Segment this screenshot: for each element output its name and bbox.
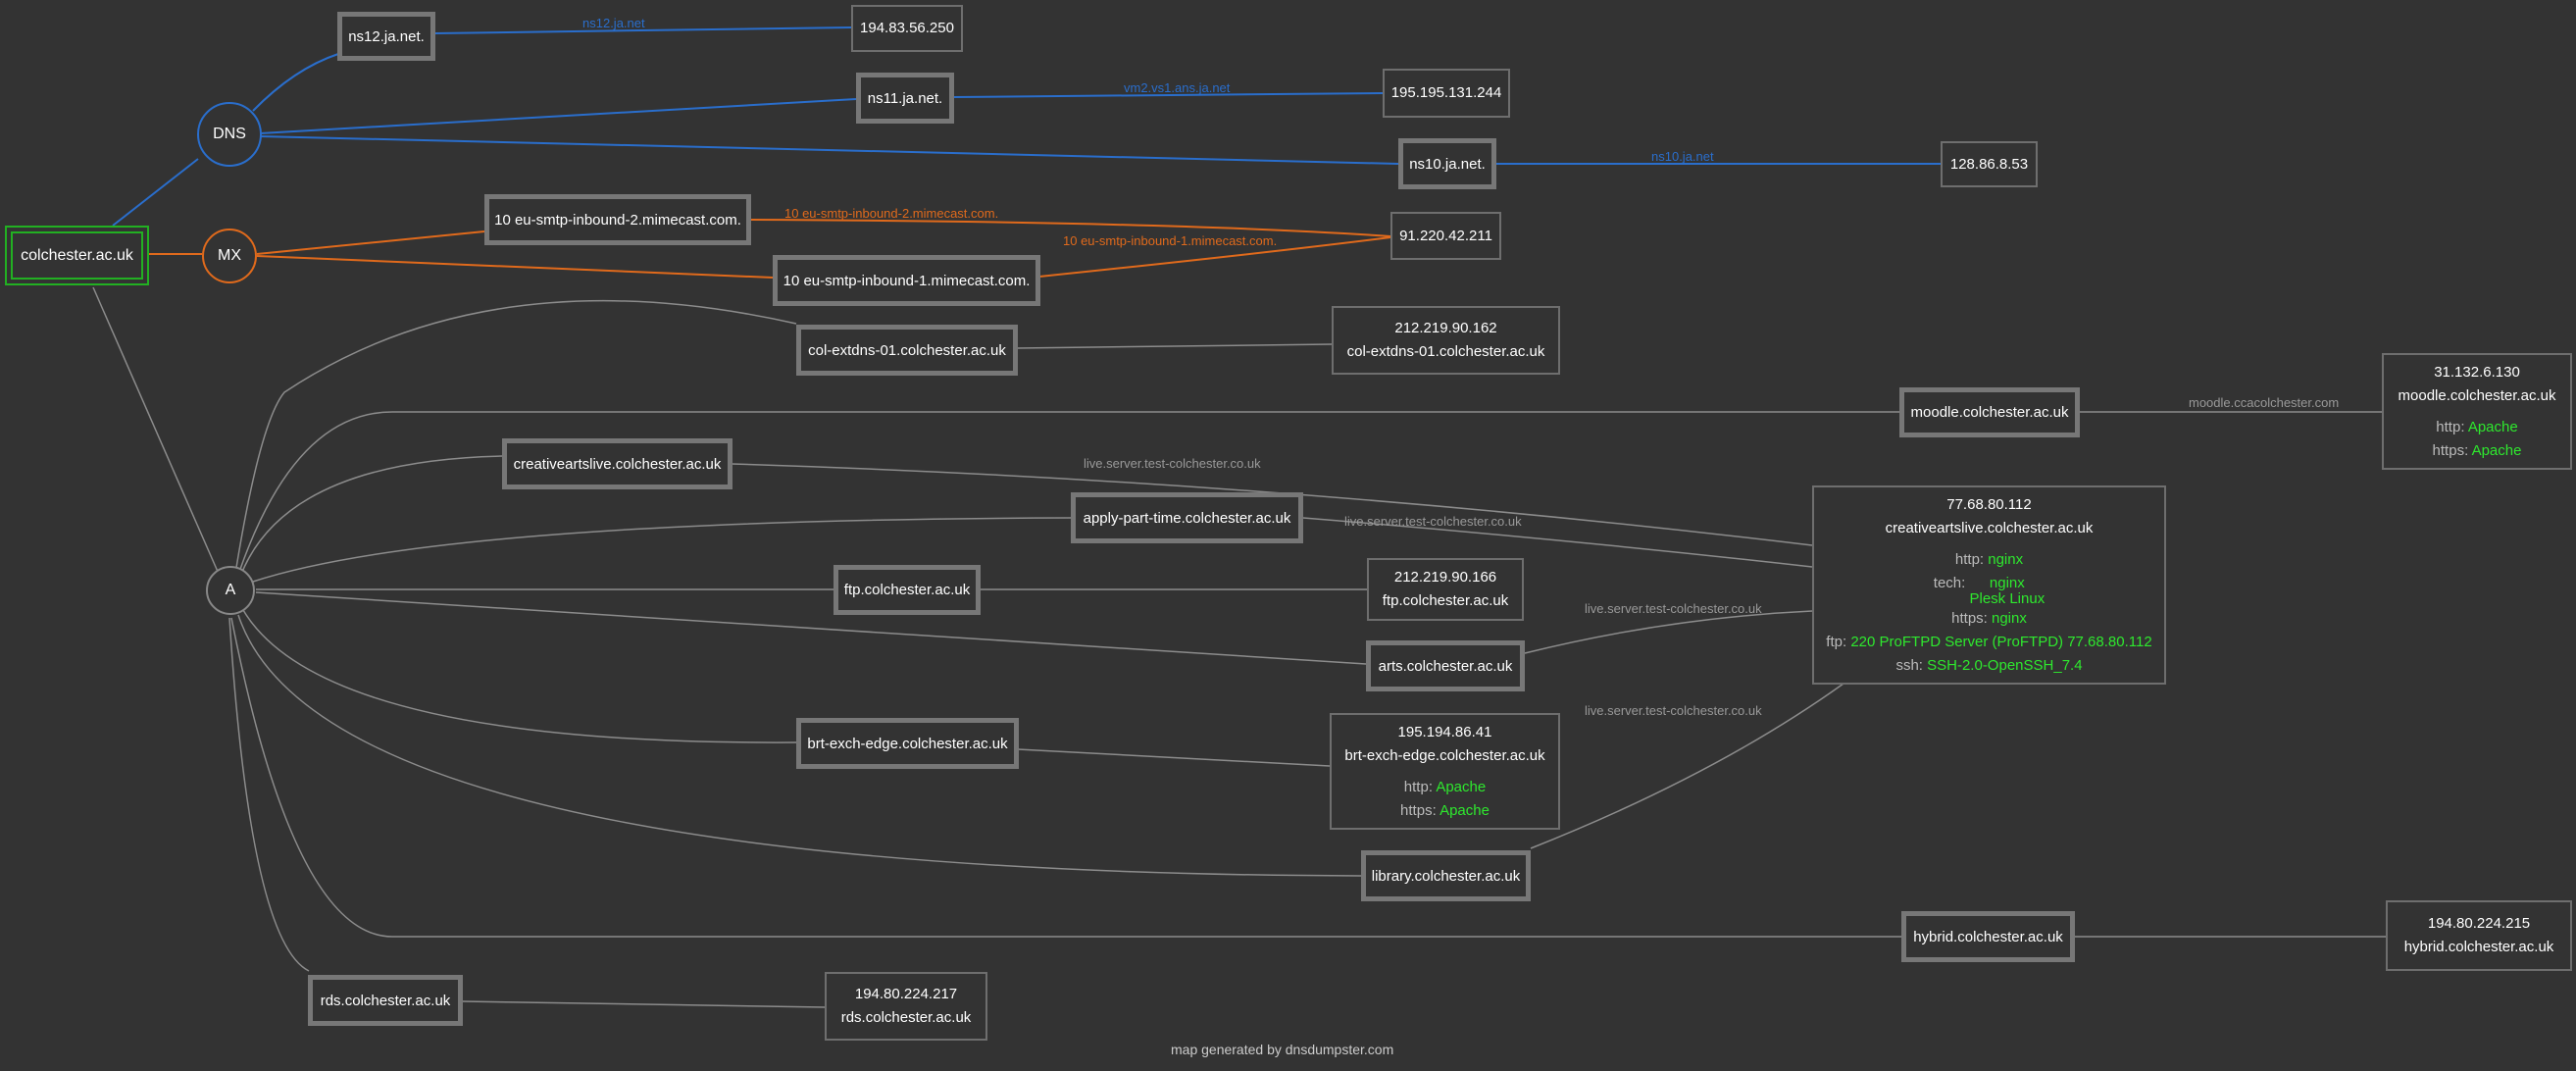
edge-rds-ip [461,1000,826,1008]
ns11-ip: 195.195.131.244 [1390,84,1502,101]
edge-library-server [1530,683,1844,849]
edge-a-creativearts [239,455,503,578]
edge-label-ns10: ns10.ja.net [1651,149,1714,164]
rds-rdns: rds.colchester.ac.uk [840,1009,972,1026]
ftp-host-node[interactable]: ftp.colchester.ac.uk [833,565,981,615]
rds-ip: 194.80.224.217 [854,986,958,1002]
edge-label-moodle: moodle.ccacolchester.com [2189,395,2340,410]
edge-root-a [92,286,220,575]
a-hub-node[interactable]: A [206,566,255,615]
ftp-ip-node[interactable]: 212.219.90.166 ftp.colchester.ac.uk [1367,558,1524,621]
edge-a-arts [255,591,1367,665]
edge-label-apply: live.server.test-colchester.co.uk [1344,514,1522,529]
rds-ip-node[interactable]: 194.80.224.217 rds.colchester.ac.uk [825,972,987,1041]
edge-dns-ns10 [259,135,1399,165]
edge-apply-server [1302,517,1813,568]
edge-arts-server [1524,610,1813,654]
root-domain-node[interactable]: colchester.ac.uk [5,226,149,285]
ns10-ip: 128.86.8.53 [1949,155,2029,173]
hybrid-ip: 194.80.224.215 [2427,915,2531,932]
hybrid-rdns: hybrid.colchester.ac.uk [2403,939,2554,955]
moodle-http-row: http: Apache [2436,418,2518,435]
moodle-https-row: https: Apache [2432,441,2522,459]
edge-a-colextdns [234,299,797,575]
edge-a-brt [242,609,797,743]
edge-colextdns-ip [1016,343,1333,349]
moodle-ip-node[interactable]: 31.132.6.130 moodle.colchester.ac.uk htt… [2382,353,2572,470]
edge-dns-ns11 [259,98,857,134]
edge-label-ns11: vm2.vs1.ans.ja.net [1124,80,1231,95]
ns10-ip-node[interactable]: 128.86.8.53 [1941,141,2038,187]
brt-ip: 195.194.86.41 [1397,723,1492,740]
edge-a-apply [252,517,1072,583]
edge-mx2-ip [750,219,1391,237]
ns12-ip: 194.83.56.250 [860,20,954,36]
edge-a-rds [228,617,310,972]
edge-brt-ip [1017,748,1331,767]
rds-host-node[interactable]: rds.colchester.ac.uk [308,975,463,1026]
ftp-ip: 212.219.90.166 [1393,569,1497,586]
ns12-host-node[interactable]: ns12.ja.net. [337,12,435,61]
creativeartslive-host-node[interactable]: creativeartslive.colchester.ac.uk [502,438,732,489]
arts-host-node[interactable]: arts.colchester.ac.uk [1366,640,1525,691]
ftp-rdns: ftp.colchester.ac.uk [1382,592,1509,609]
edge-label-mx2: 10 eu-smtp-inbound-2.mimecast.com. [784,206,999,221]
mx-hub-node[interactable]: MX [202,229,257,283]
edge-label-mx1: 10 eu-smtp-inbound-1.mimecast.com. [1063,233,1278,248]
shared-server-https-row: https: nginx [1951,609,2027,627]
edge-mx-mx1 [256,255,774,279]
dns-hub-node[interactable]: DNS [197,102,262,167]
moodle-rdns: moodle.colchester.ac.uk [2398,386,2556,404]
edge-mx-mx2 [256,230,485,255]
edge-label-ns12: ns12.ja.net [582,16,645,30]
edge-a-hybrid [230,617,1901,938]
edge-root-dns [112,158,199,227]
ns10-host-node[interactable]: ns10.ja.net. [1398,138,1496,189]
ns12-ip-node[interactable]: 194.83.56.250 [851,5,963,52]
footer-credit: map generated by dnsdumpster.com [1171,1042,1394,1057]
moodle-ip: 31.132.6.130 [2434,363,2520,381]
shared-server-node[interactable]: 77.68.80.112 creativeartslive.colchester… [1812,485,2166,685]
edge-mx1-ip [1038,236,1391,278]
mx2-host-node[interactable]: 10 eu-smtp-inbound-2.mimecast.com. [484,194,751,245]
shared-server-http-row: http: nginx [1954,550,2024,568]
shared-server-ftp-row: ftp: 220 ProFTPD Server (ProFTPD) 77.68.… [1826,633,2152,650]
brt-exch-edge-ip-node[interactable]: 195.194.86.41 brt-exch-edge.colchester.a… [1330,713,1560,830]
apply-part-time-host-node[interactable]: apply-part-time.colchester.ac.uk [1071,492,1303,543]
edge-a-moodle [237,411,1899,576]
edge-dns-ns12 [252,53,339,112]
shared-server-ip: 77.68.80.112 [1946,495,2032,513]
brt-https-row: https: Apache [1400,801,1490,819]
shared-server-ssh-row: ssh: SSH-2.0-OpenSSH_7.4 [1895,656,2083,674]
mx-ip: 91.220.42.211 [1399,227,1492,244]
edge-label-arts: live.server.test-colchester.co.uk [1585,601,1762,616]
library-host-node[interactable]: library.colchester.ac.uk [1361,850,1531,901]
col-extdns-rdns: col-extdns-01.colchester.ac.uk [1346,343,1545,360]
brt-rdns: brt-exch-edge.colchester.ac.uk [1344,746,1545,764]
col-extdns-host-node[interactable]: col-extdns-01.colchester.ac.uk [796,325,1018,376]
mx1-host-node[interactable]: 10 eu-smtp-inbound-1.mimecast.com. [773,255,1040,306]
root-domain-label: colchester.ac.uk [11,231,143,280]
moodle-host-node[interactable]: moodle.colchester.ac.uk [1899,387,2080,437]
ns11-ip-node[interactable]: 195.195.131.244 [1383,69,1510,118]
shared-server-rdns: creativeartslive.colchester.ac.uk [1885,519,2094,536]
col-extdns-ip-node[interactable]: 212.219.90.162 col-extdns-01.colchester.… [1332,306,1560,375]
edge-label-library: live.server.test-colchester.co.uk [1585,703,1762,718]
brt-http-row: http: Apache [1403,778,1487,795]
hybrid-ip-node[interactable]: 194.80.224.215 hybrid.colchester.ac.uk [2386,900,2572,971]
edge-label-creativearts: live.server.test-colchester.co.uk [1084,456,1261,471]
brt-exch-edge-host-node[interactable]: brt-exch-edge.colchester.ac.uk [796,718,1019,769]
hybrid-host-node[interactable]: hybrid.colchester.ac.uk [1901,911,2075,962]
ns11-host-node[interactable]: ns11.ja.net. [856,73,954,124]
edge-a-library [237,614,1362,877]
edge-ns12-ip [433,26,852,34]
mx-ip-node[interactable]: 91.220.42.211 [1390,212,1501,260]
col-extdns-ip: 212.219.90.162 [1394,320,1497,336]
edge-ns11-ip [953,92,1384,98]
